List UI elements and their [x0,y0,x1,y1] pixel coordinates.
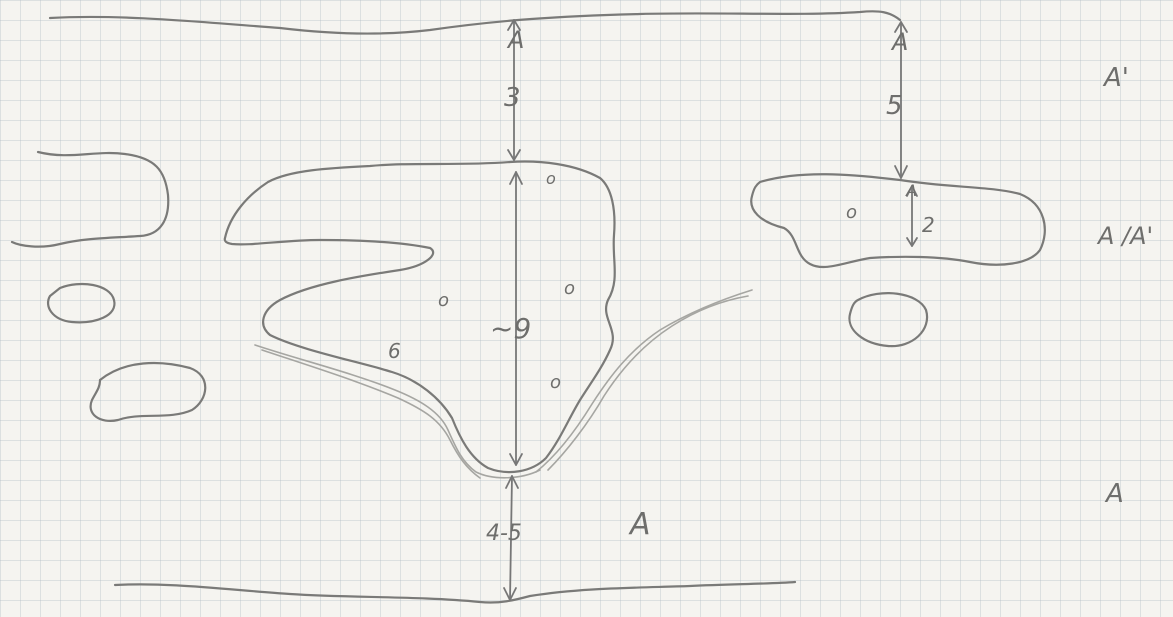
circle-mark-5: o [846,202,857,223]
keel-outline-right-2 [548,296,748,470]
label-dim-5: 5 [886,91,903,121]
circle-mark-1: o [546,169,556,188]
left-floe [12,152,168,247]
label-dim-2: 2 [922,213,935,237]
circle-mark-2: o [438,290,449,311]
top-boundary-line [50,11,900,33]
label-dim-4-5: 4-5 [486,521,522,546]
label-dim-3: 3 [504,83,521,113]
label-mid-ice-a: A [905,181,917,200]
circle-mark-4: o [550,372,561,393]
bottom-boundary-line [115,582,795,603]
small-right-oval [849,293,927,346]
label-center-bottom-a: A [628,507,651,542]
keel-outline-right [536,290,752,472]
keel-outline-left [255,345,540,478]
circle-mark-3: o [564,278,575,299]
central-floe [225,162,615,473]
label-far-right-a-a-prime: A /A' [1096,222,1153,250]
keel-outline-left-2 [262,350,480,478]
label-top-right-a: A [890,28,908,56]
lower-left-floe [91,363,206,421]
label-far-right-a-bottom: A [1104,479,1124,509]
right-floe [751,174,1045,267]
label-top-center-a: A [506,26,524,54]
label-far-right-a-prime-top: A' [1102,63,1129,93]
label-six: 6 [388,339,401,363]
small-left-oval [48,284,114,322]
label-dim-9: ~9 [490,312,531,345]
